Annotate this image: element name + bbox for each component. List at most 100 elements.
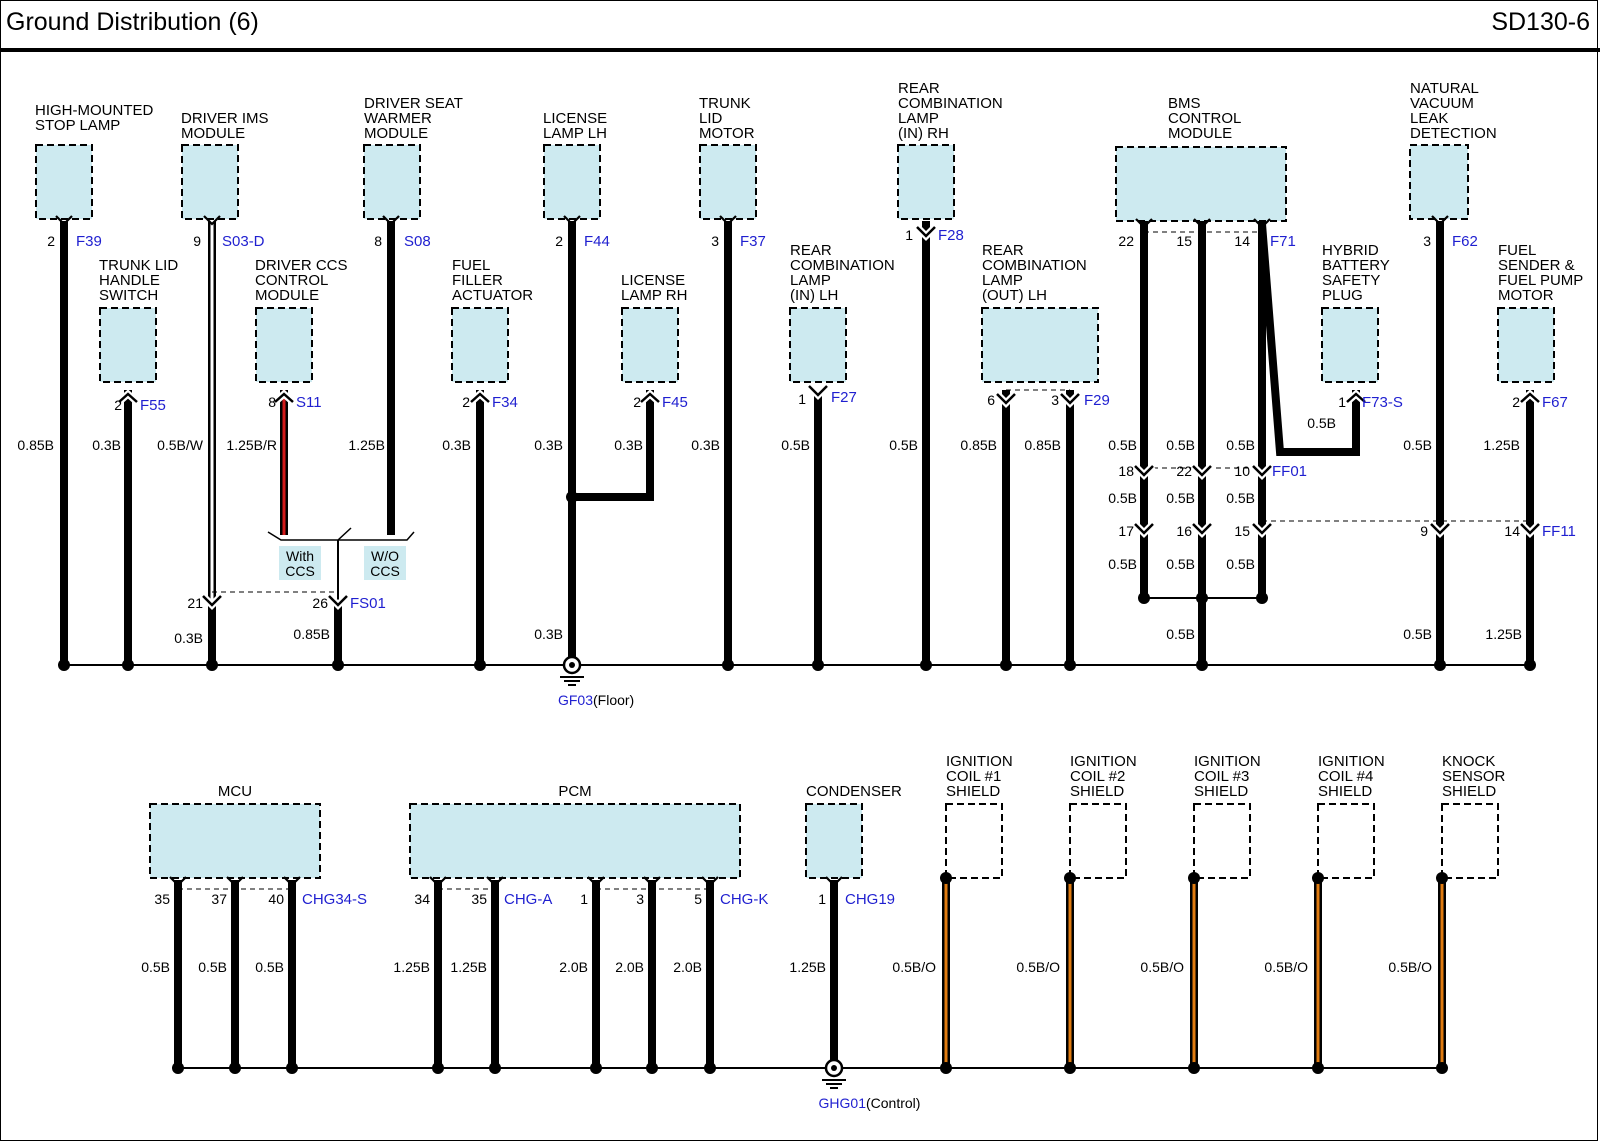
option-with-label: With	[286, 548, 314, 564]
rear-combination-lamp-out-lh-label: COMBINATION	[982, 257, 1087, 274]
trunk-lid-motor-label: TRUNK	[699, 95, 751, 112]
ground-splice-dot	[1312, 1062, 1324, 1074]
hybrid-battery-safety-plug-label: HYBRID	[1322, 242, 1379, 259]
driver-seat-warmer-module-label: WARMER	[364, 110, 432, 127]
option-splitter	[267, 527, 352, 541]
ground-splice-dot	[474, 659, 486, 671]
wire-spec: 0.85B	[1024, 437, 1061, 453]
pin-number: 9	[193, 233, 201, 249]
pin-number: 2	[114, 397, 122, 413]
ground-splice-dot	[812, 659, 824, 671]
option-ccs-label: CCS	[370, 563, 400, 579]
pin-number: 17	[1118, 523, 1134, 539]
box-pin-chevron	[643, 876, 661, 887]
splice-dot	[1196, 592, 1208, 604]
wire-spec: 0.85B	[17, 437, 54, 453]
ground-gf03-center	[569, 662, 575, 668]
connector-code: F44	[584, 233, 610, 250]
wire-spec: 1.25B	[393, 959, 430, 975]
pin-number: 35	[154, 891, 170, 907]
ground-splice-dot	[206, 659, 218, 671]
option-wo-ccs-box	[364, 546, 406, 580]
pin-number: 6	[987, 392, 995, 408]
wire-spec: 0.3B	[534, 626, 563, 642]
trunk-lid-handle-switch-label: SWITCH	[99, 287, 158, 304]
connector-code: CHG34-S	[302, 891, 367, 908]
trunk-lid-motor-label: MOTOR	[699, 125, 755, 142]
ground-ghg01-center	[831, 1065, 837, 1071]
wire-spec: 1.25B	[1483, 437, 1520, 453]
option-splitter	[338, 531, 415, 541]
pin-chevron-f73s	[1346, 392, 1366, 403]
pin-chevron-ff01	[1252, 465, 1272, 477]
pin-number: 15	[1234, 523, 1250, 539]
connector-code: FF01	[1272, 463, 1307, 480]
wire-spec: 0.85B	[293, 626, 330, 642]
pin-number: 3	[636, 891, 644, 907]
fuel-filler-actuator-label: FILLER	[452, 272, 503, 289]
driver-ccs-control-module-label: DRIVER CCS	[255, 257, 348, 274]
driver-ims-module-label: MODULE	[181, 125, 245, 142]
ground-splice-dot	[1000, 659, 1012, 671]
box-pin-chevron	[1135, 218, 1153, 229]
wire-spec: 0.3B	[691, 437, 720, 453]
natural-vacuum-leak-detection-box	[1409, 144, 1469, 220]
bms-control-module-label: CONTROL	[1168, 110, 1241, 127]
ground-name: GF03	[558, 692, 593, 708]
trunk-lid-handle-switch-box	[99, 307, 157, 383]
ground-splice-dot	[646, 1062, 658, 1074]
knock-sensor-shield-box	[1441, 803, 1499, 879]
wire-spec: 0.5B/O	[892, 959, 936, 975]
rear-combination-lamp-in-lh-label: REAR	[790, 242, 832, 259]
license-lamp-rh-box	[621, 307, 679, 383]
ignition-coil-2-shield-label: SHIELD	[1070, 783, 1124, 800]
fuel-filler-actuator-box	[451, 307, 509, 383]
fuel-sender-fuel-pump-motor-label: FUEL	[1498, 242, 1536, 259]
wire-spec: 0.5B	[1166, 556, 1195, 572]
driver-ccs-control-module-label: CONTROL	[255, 272, 328, 289]
ground-splice-dot	[1196, 659, 1208, 671]
wire-spec: 0.3B	[614, 437, 643, 453]
ground-splice-dot	[58, 659, 70, 671]
natural-vacuum-leak-detection-label: NATURAL	[1410, 80, 1479, 97]
wire-spec: 1.25B/R	[226, 437, 277, 453]
rear-combination-lamp-out-lh-label: (OUT) LH	[982, 287, 1047, 304]
pin-chevron-s11	[274, 392, 294, 403]
pin-number: 1	[798, 391, 806, 407]
license-lamp-lh-box	[543, 144, 601, 220]
shield-dot	[1188, 872, 1200, 884]
driver-ims-module-box	[181, 144, 239, 220]
fuel-sender-fuel-pump-motor-box	[1497, 307, 1555, 383]
pin-number: 34	[414, 891, 430, 907]
ground-splice-dot	[590, 1062, 602, 1074]
driver-seat-warmer-module-box	[363, 144, 421, 220]
rear-combination-lamp-in-rh-label: (IN) RH	[898, 125, 949, 142]
wire-spec: 0.85B	[960, 437, 997, 453]
diagram-code: SD130-6	[1491, 8, 1590, 36]
driver-ims-module-label: DRIVER IMS	[181, 110, 269, 127]
driver-seat-warmer-module-label: DRIVER SEAT	[364, 95, 463, 112]
connector-code: F37	[740, 233, 766, 250]
ignition-coil-3-shield-label: COIL #3	[1194, 768, 1249, 785]
pin-chevron-f29	[996, 393, 1016, 405]
wire-spec: 0.5B	[1403, 437, 1432, 453]
natural-vacuum-leak-detection-label: VACUUM	[1410, 95, 1474, 112]
rear-combination-lamp-out-lh-box	[981, 307, 1099, 383]
bms-control-module-box	[1115, 146, 1287, 222]
wire-spec: 0.5B	[1108, 437, 1137, 453]
fuel-sender-fuel-pump-motor-label: MOTOR	[1498, 287, 1554, 304]
pin-chevron-ff01	[1134, 465, 1154, 477]
ignition-coil-3-shield-box	[1193, 803, 1251, 879]
wire-spec: 0.5B/O	[1016, 959, 1060, 975]
wire-f45	[572, 390, 654, 501]
pin-chevron-fs01	[328, 595, 348, 607]
wire-spec: 0.5B	[141, 959, 170, 975]
wire-spec: 0.5B	[1108, 556, 1137, 572]
connector-code: F28	[938, 227, 964, 244]
natural-vacuum-leak-detection-label: DETECTION	[1410, 125, 1497, 142]
license-lamp-rh-label: LAMP RH	[621, 287, 687, 304]
rear-combination-lamp-in-lh-label: LAMP	[790, 272, 831, 289]
pin-chevron-f67	[1520, 392, 1540, 403]
ground-splice-dot	[229, 1062, 241, 1074]
